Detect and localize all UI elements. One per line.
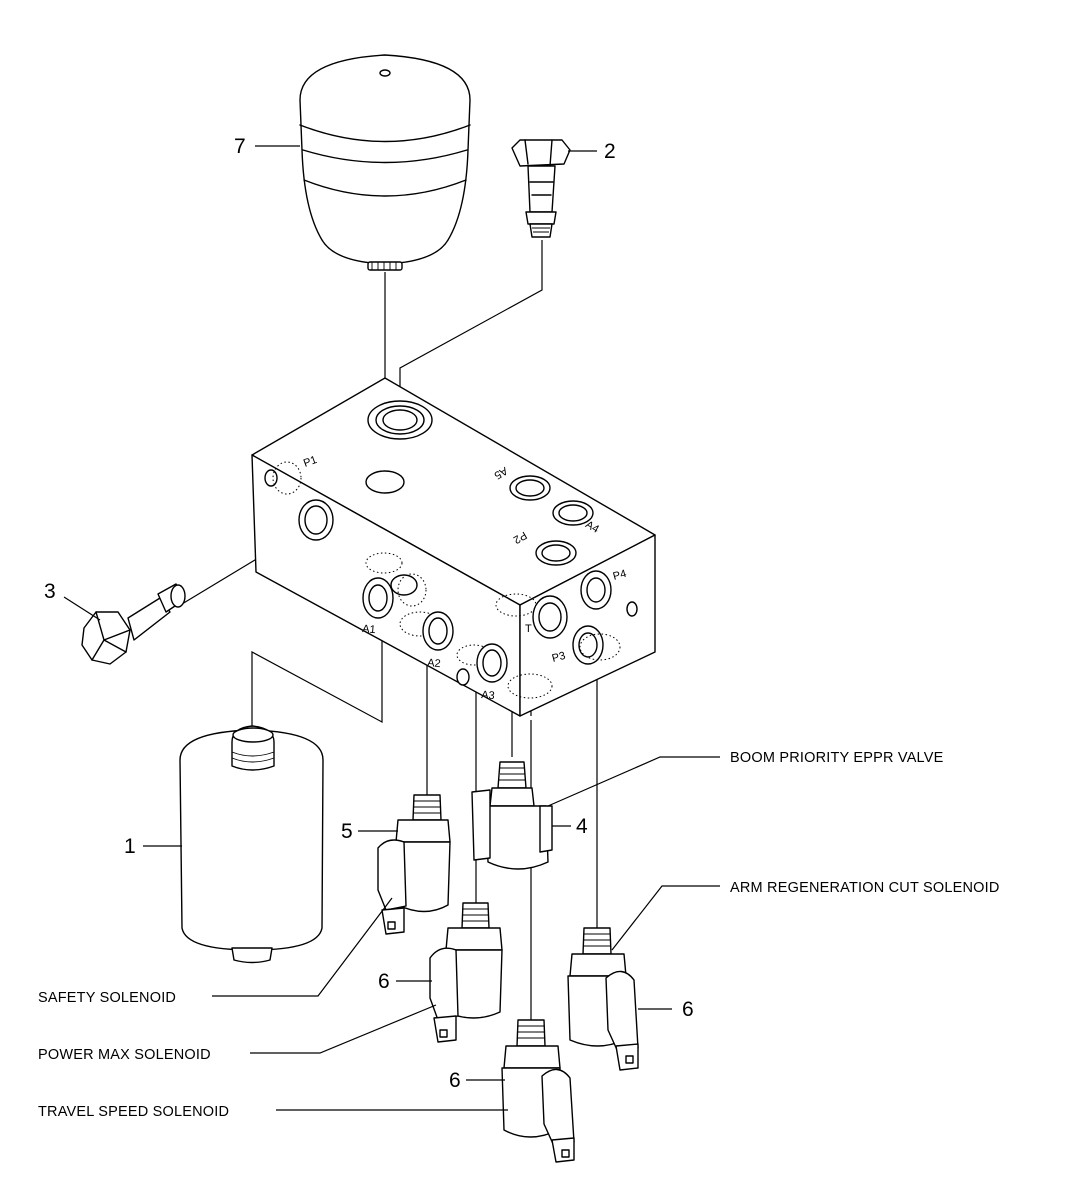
port-label-a3: A3 xyxy=(481,689,495,702)
port-label-a1: A1 xyxy=(362,623,376,636)
label-arm-regeneration-cut-solenoid: ARM REGENERATION CUT SOLENOID xyxy=(730,880,1000,896)
callout-3: 3 xyxy=(44,580,56,603)
plug-bolt-3 xyxy=(81,583,186,665)
callout-6-arm-regeneration: 6 xyxy=(682,998,694,1021)
callout-numbers: 7 2 3 1 5 4 6 6 6 xyxy=(44,135,694,1092)
port-label-p1: P1 xyxy=(302,454,319,470)
port-label-p2: P2 xyxy=(511,529,529,546)
boom-priority-eppr-valve xyxy=(471,761,553,870)
plug-bolt-2 xyxy=(511,139,571,238)
port-label-p4: P4 xyxy=(612,568,628,583)
callout-5: 5 xyxy=(341,820,353,843)
filter-cylinder-1 xyxy=(179,725,324,964)
label-travel-speed-solenoid: TRAVEL SPEED SOLENOID xyxy=(38,1104,229,1120)
callout-7: 7 xyxy=(234,135,246,158)
callout-2: 2 xyxy=(604,140,616,163)
travel-speed-solenoid xyxy=(501,1019,575,1163)
port-label-a4: A4 xyxy=(583,519,601,536)
port-label-t: T xyxy=(525,623,532,635)
filter-connection-line xyxy=(251,605,383,728)
leader-arm-regeneration xyxy=(611,885,720,951)
callout-leaders xyxy=(63,145,720,1111)
arm-regeneration-solenoid xyxy=(567,927,639,1071)
component-labels: BOOM PRIORITY EPPR VALVE ARM REGENERATIO… xyxy=(38,750,1000,1120)
safety-solenoid xyxy=(377,794,451,935)
callout-4: 4 xyxy=(576,815,588,838)
leader-boom-priority xyxy=(547,756,720,807)
power-max-solenoid xyxy=(429,902,503,1043)
accumulator xyxy=(299,54,471,271)
callout-1: 1 xyxy=(124,835,136,858)
valve-block: P1 A5 A4 P2 A1 A2 A3 T P3 P4 xyxy=(251,377,656,717)
port-label-a5: A5 xyxy=(492,464,510,481)
label-boom-priority-eppr-valve: BOOM PRIORITY EPPR VALVE xyxy=(730,750,944,766)
label-power-max-solenoid: POWER MAX SOLENOID xyxy=(38,1047,211,1063)
callout-6-power-max: 6 xyxy=(378,970,390,993)
label-safety-solenoid: SAFETY SOLENOID xyxy=(38,990,176,1006)
leader-safety xyxy=(212,897,393,997)
leader-3 xyxy=(63,596,101,621)
leader-power-max xyxy=(250,1004,437,1054)
callout-6-travel-speed: 6 xyxy=(449,1069,461,1092)
port-label-p3: P3 xyxy=(551,650,567,665)
plug-2-connection-line xyxy=(399,240,543,412)
port-label-a2: A2 xyxy=(427,657,441,670)
